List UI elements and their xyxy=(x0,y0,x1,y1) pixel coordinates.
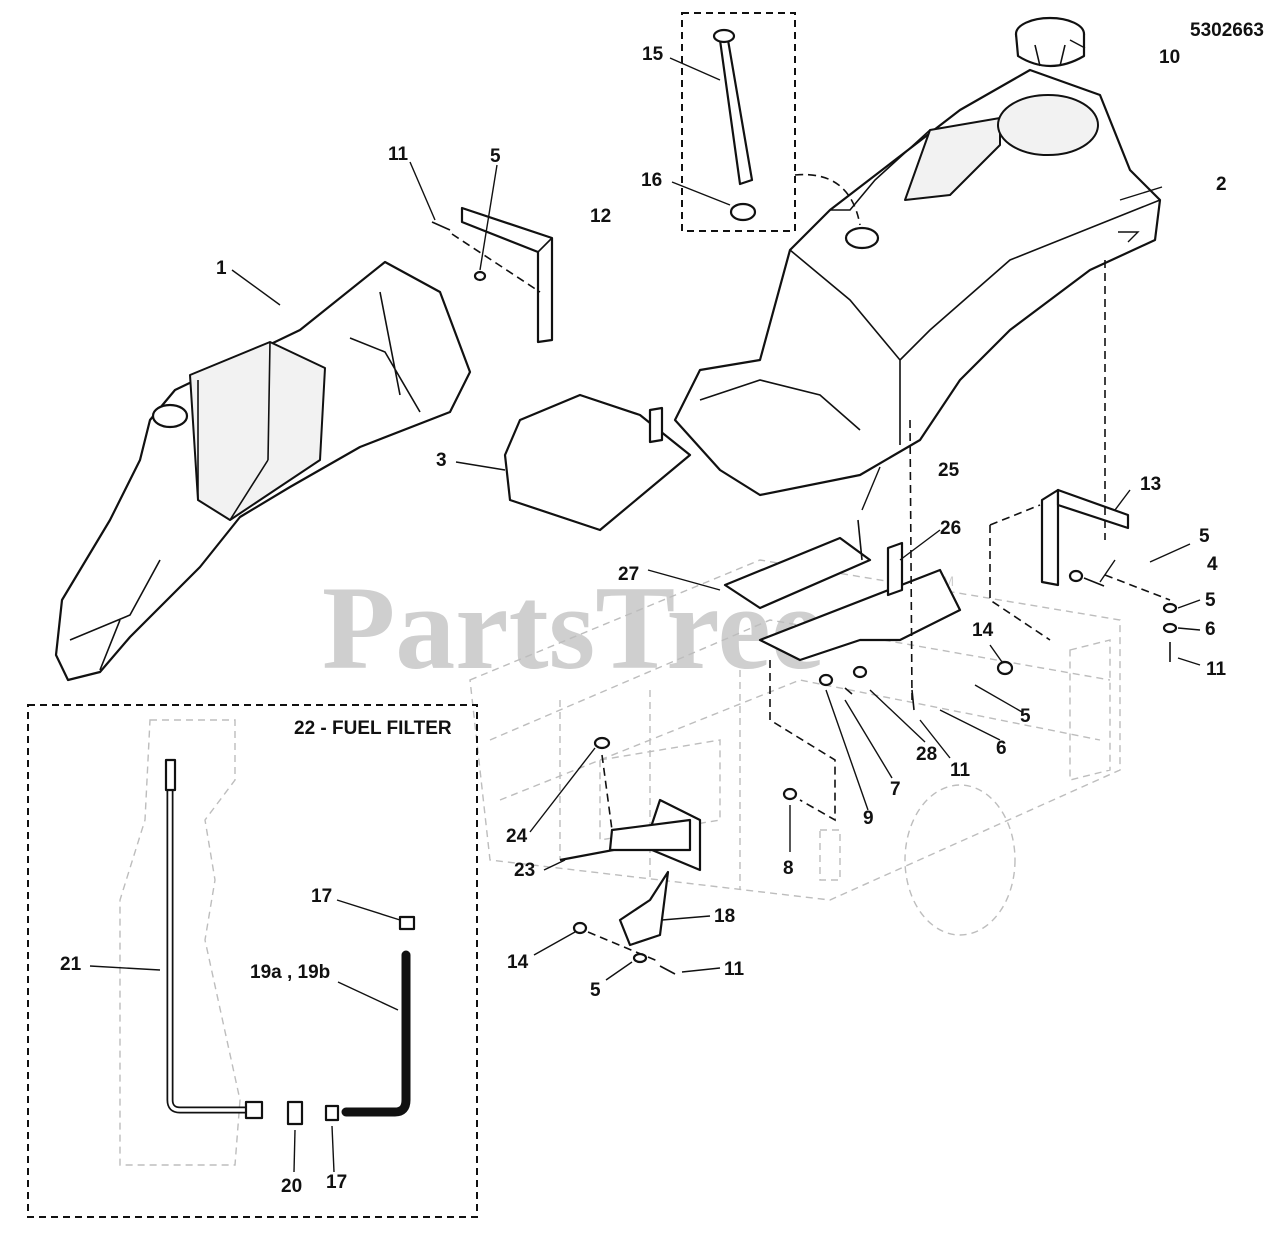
callout-25: 25 xyxy=(938,460,960,481)
leader-lines xyxy=(89,39,1201,1173)
callout-labels: 1 2 3 4 5 5 5 5 5 6 6 7 8 9 10 11 11 11 … xyxy=(60,44,1227,1197)
callout-11-center: 11 xyxy=(950,760,971,781)
callout-20: 20 xyxy=(281,1176,302,1197)
callout-17-top: 17 xyxy=(311,886,332,907)
callout-11-left: 11 xyxy=(388,144,409,165)
mower-frame-outline xyxy=(469,559,1121,936)
lower-bracket xyxy=(559,736,702,975)
callout-6-right: 6 xyxy=(1205,619,1216,640)
left-bracket xyxy=(460,206,554,344)
callout-18: 18 xyxy=(714,906,735,927)
callout-24: 24 xyxy=(506,826,528,847)
fuel-filter-title: 22 - FUEL FILTER xyxy=(294,718,452,739)
callout-10: 10 xyxy=(1159,47,1180,68)
callout-23: 23 xyxy=(514,860,535,881)
callout-16: 16 xyxy=(641,170,662,191)
center-mounting-plate xyxy=(723,419,1014,822)
callout-1: 1 xyxy=(216,258,227,279)
callout-27: 27 xyxy=(618,564,639,585)
callout-8: 8 xyxy=(783,858,794,879)
callout-21: 21 xyxy=(60,954,82,975)
callout-13: 13 xyxy=(1140,474,1161,495)
callout-11-bottom: 11 xyxy=(724,959,745,980)
fuel-filter-box xyxy=(27,704,478,1218)
callout-12: 12 xyxy=(590,206,611,227)
callout-5-bottom: 5 xyxy=(590,980,601,1001)
left-bracket-hardware xyxy=(431,221,541,293)
callout-11-right: 11 xyxy=(1206,659,1227,680)
right-bracket-hardware xyxy=(989,504,1178,662)
callout-14-bottom: 14 xyxy=(507,952,529,973)
callout-28: 28 xyxy=(916,744,937,765)
callout-5-left-bracket: 5 xyxy=(490,146,501,167)
callout-15: 15 xyxy=(642,44,664,65)
document-number: 5302663 xyxy=(1190,20,1264,41)
callout-5-right-bracket: 5 xyxy=(1199,526,1210,547)
callout-6-center: 6 xyxy=(996,738,1007,759)
callout-17-bottom: 17 xyxy=(326,1172,347,1193)
callout-9: 9 xyxy=(863,808,874,829)
right-fuel-tank xyxy=(673,68,1162,497)
right-bracket xyxy=(1040,260,1130,587)
callout-2: 2 xyxy=(1216,174,1227,195)
left-mounting-plate xyxy=(503,393,692,532)
fuel-cap xyxy=(1014,16,1086,67)
callout-4: 4 xyxy=(1207,554,1218,575)
callout-5-center: 5 xyxy=(1020,706,1031,727)
left-fuel-tank xyxy=(54,260,472,682)
callout-5-right-lower: 5 xyxy=(1205,590,1216,611)
callout-7: 7 xyxy=(890,779,901,800)
callout-3: 3 xyxy=(436,450,447,471)
callout-26: 26 xyxy=(940,518,961,539)
callout-19a-19b: 19a , 19b xyxy=(250,962,330,983)
fuel-gauge-inset xyxy=(681,12,861,232)
callout-14-center: 14 xyxy=(972,620,994,641)
